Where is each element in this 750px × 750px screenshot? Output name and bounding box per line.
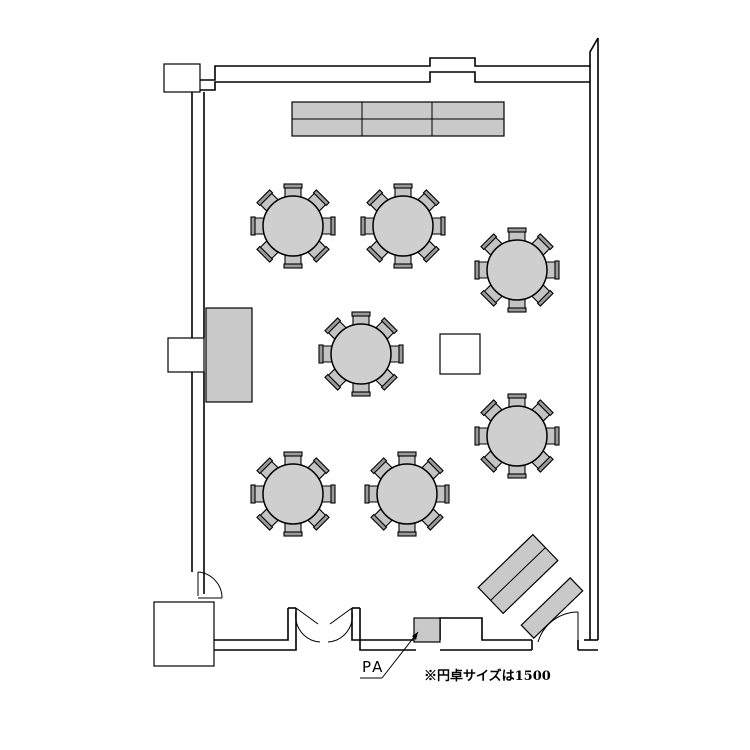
round-table-6: [250, 451, 336, 537]
table-top: [262, 195, 324, 257]
chair: [507, 393, 527, 409]
chair: [364, 484, 380, 504]
table-top: [330, 323, 392, 385]
pa-label: PA: [362, 658, 384, 676]
chair: [283, 451, 303, 467]
side-table-left: [205, 307, 253, 403]
chair: [434, 484, 450, 504]
room-walls: [153, 37, 599, 667]
pa-callout: PA: [360, 631, 419, 679]
chair: [250, 216, 266, 236]
chair: [397, 521, 417, 537]
door-left: [197, 571, 223, 599]
chair: [320, 216, 336, 236]
table-top: [486, 405, 548, 467]
round-table-4: [318, 311, 404, 397]
table-size-note: ※円卓サイズは1500: [424, 668, 551, 684]
door-double-bottom: [295, 607, 353, 643]
chair: [544, 260, 560, 280]
chair: [351, 311, 371, 327]
pillar-top-left: [163, 63, 201, 93]
chair: [507, 297, 527, 313]
round-table-7: [364, 451, 450, 537]
chair: [256, 240, 279, 263]
chair: [283, 183, 303, 199]
stage-tables-top: [291, 101, 505, 137]
table-top: [262, 463, 324, 525]
round-table-5: [474, 393, 560, 479]
chair: [393, 253, 413, 269]
chair: [531, 284, 554, 307]
pillar-left: [167, 337, 205, 373]
chair: [474, 426, 490, 446]
chair: [351, 381, 371, 397]
chair: [480, 284, 503, 307]
chair: [507, 227, 527, 243]
pa-equipment-box: [413, 617, 441, 643]
chair: [370, 508, 393, 531]
table-top: [376, 463, 438, 525]
table-top: [486, 239, 548, 301]
chair: [307, 457, 330, 480]
round-table-3: [474, 227, 560, 313]
chair: [397, 451, 417, 467]
chair: [507, 463, 527, 479]
chair: [256, 189, 279, 212]
round-table-1: [250, 183, 336, 269]
round-table-2: [360, 183, 446, 269]
chair: [480, 450, 503, 473]
chair: [375, 368, 398, 391]
chair: [256, 508, 279, 531]
angled-tables-right: [477, 533, 584, 639]
chair: [544, 426, 560, 446]
chair: [474, 260, 490, 280]
round-tables: [250, 183, 560, 537]
door-bottom-right: [537, 611, 579, 643]
chair: [531, 233, 554, 256]
chair: [417, 240, 440, 263]
chair: [421, 508, 444, 531]
chair: [250, 484, 266, 504]
chair: [307, 240, 330, 263]
table-top: [372, 195, 434, 257]
center-square-table: [439, 333, 481, 375]
pillar-bottom-left: [153, 601, 215, 667]
chair: [388, 344, 404, 364]
